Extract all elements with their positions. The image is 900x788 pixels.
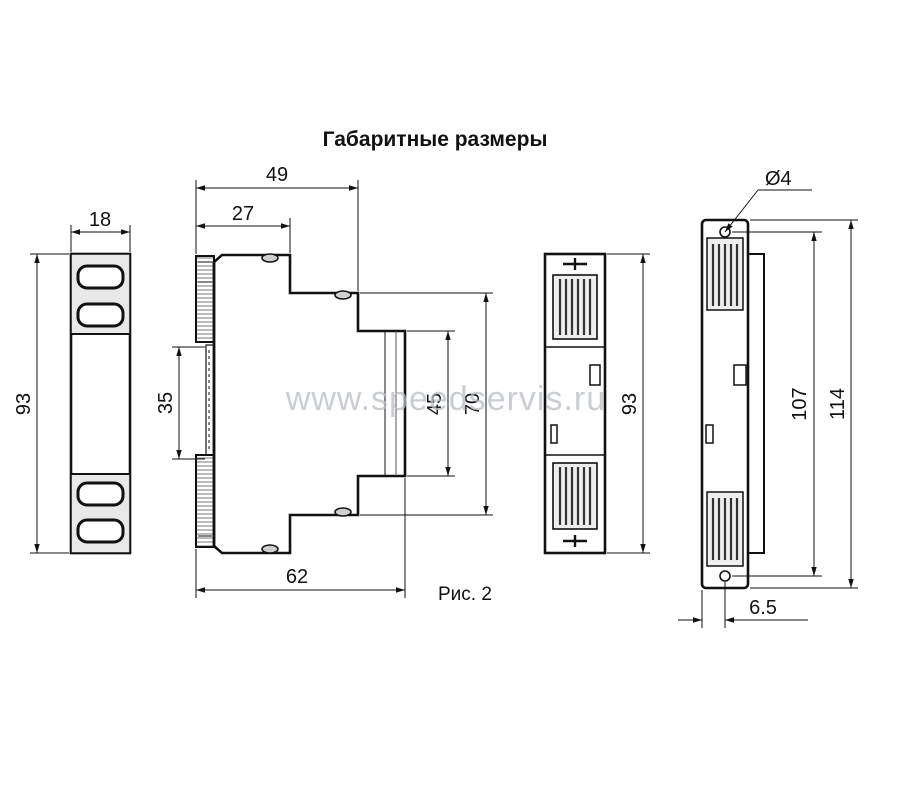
dim-side-rail: 35 [155, 392, 177, 414]
dim-side-overall: 49 [266, 164, 288, 186]
terminal-slot [76, 518, 125, 544]
front-view: 18 93 [13, 209, 132, 555]
screw-head [261, 253, 279, 263]
screw-head [334, 290, 352, 300]
back-view-body [543, 252, 607, 555]
terminal-slot [76, 302, 125, 328]
side-view: 49 27 35 62 45 70 [155, 164, 493, 598]
terminal-slot [76, 481, 125, 507]
dim-back-height: 93 [619, 393, 641, 415]
dim-side-front: 27 [232, 203, 254, 225]
mount-hole [719, 570, 731, 582]
dim-side-body: 45 [424, 393, 446, 415]
dim-mount-height: 114 [827, 388, 849, 420]
screw-head [334, 507, 352, 517]
dim-front-height: 93 [13, 393, 35, 415]
dim-mount-pitch: 107 [789, 387, 811, 420]
watermark: www.speedservis.ru [285, 380, 606, 418]
dim-side-height: 70 [462, 393, 484, 415]
terminal-slot [76, 264, 125, 290]
dim-mount-offset: 6.5 [749, 597, 777, 619]
back-view: 93 [543, 252, 650, 555]
screw-head [261, 544, 279, 554]
figure-caption: Рис. 2 [438, 584, 492, 605]
dim-side-depth: 62 [286, 566, 308, 588]
mounting-view: Ø4 107 114 6.5 [678, 168, 858, 628]
dim-front-width: 18 [89, 209, 111, 231]
drawing-title: Габаритные размеры [323, 128, 548, 151]
dim-mount-hole: Ø4 [765, 168, 792, 190]
side-view-housing [212, 253, 407, 555]
